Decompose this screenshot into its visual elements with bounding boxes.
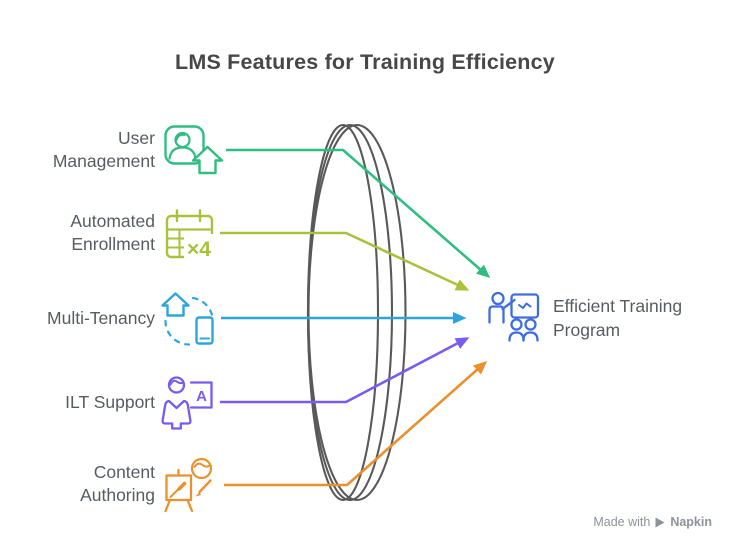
label-line: User (118, 128, 155, 148)
arrow-line (226, 148, 483, 272)
calendar-count-text: ×4 (187, 238, 211, 261)
label-line: Efficient Training (553, 296, 683, 316)
feature-label-user-management: User Management (0, 127, 155, 173)
arrow-line (224, 367, 480, 487)
label-line: ILT Support (65, 392, 155, 412)
arrow-head (476, 264, 491, 278)
user-management-icon (164, 125, 224, 175)
arrow-multi-tenancy (221, 312, 467, 324)
multi-tenancy-icon (161, 292, 214, 346)
label-line: Automated (70, 211, 155, 231)
efficient-training-program-icon (488, 291, 540, 342)
arrow-head (454, 337, 470, 349)
arrow-content-authoring (224, 361, 488, 487)
napkin-logo-icon (655, 517, 665, 527)
label-line: Content (93, 462, 155, 482)
watermark-prefix: Made with (593, 515, 651, 529)
watermark-brand: Napkin (670, 515, 712, 529)
arrows (220, 148, 491, 487)
feature-label-automated-enrollment: Automated Enrollment (0, 210, 155, 256)
arrow-ilt-support (220, 337, 470, 404)
feature-label-multi-tenancy: Multi-Tenancy (0, 307, 155, 330)
arrow-head (454, 279, 470, 291)
lens-ellipse (307, 123, 407, 502)
content-authoring-icon (164, 457, 213, 513)
automated-enrollment-icon: ×4 (165, 209, 216, 261)
arrow-line (220, 231, 461, 288)
arrow-user-management (226, 148, 491, 278)
board-letter-text: A (196, 388, 207, 405)
label-line: Multi-Tenancy (47, 308, 155, 328)
arrow-head (453, 312, 467, 324)
page-title: LMS Features for Training Efficiency (175, 50, 555, 74)
arrow-automated-enrollment (220, 231, 470, 291)
lens-shape (306, 123, 407, 502)
label-line: Authoring (80, 485, 155, 505)
ilt-support-icon: A (161, 376, 213, 430)
label-line: Management (52, 151, 155, 171)
feature-label-ilt-support: ILT Support (0, 391, 155, 414)
label-line: Program (553, 320, 621, 340)
made-with-napkin-badge[interactable]: Made with Napkin (593, 513, 712, 531)
feature-label-content-authoring: Content Authoring (0, 461, 155, 507)
label-line: Enrollment (71, 234, 155, 254)
arrow-head (473, 361, 488, 375)
lens-ellipse (306, 123, 380, 502)
arrow-line (220, 340, 461, 404)
outcome-label: Efficient Training Program (553, 294, 723, 342)
